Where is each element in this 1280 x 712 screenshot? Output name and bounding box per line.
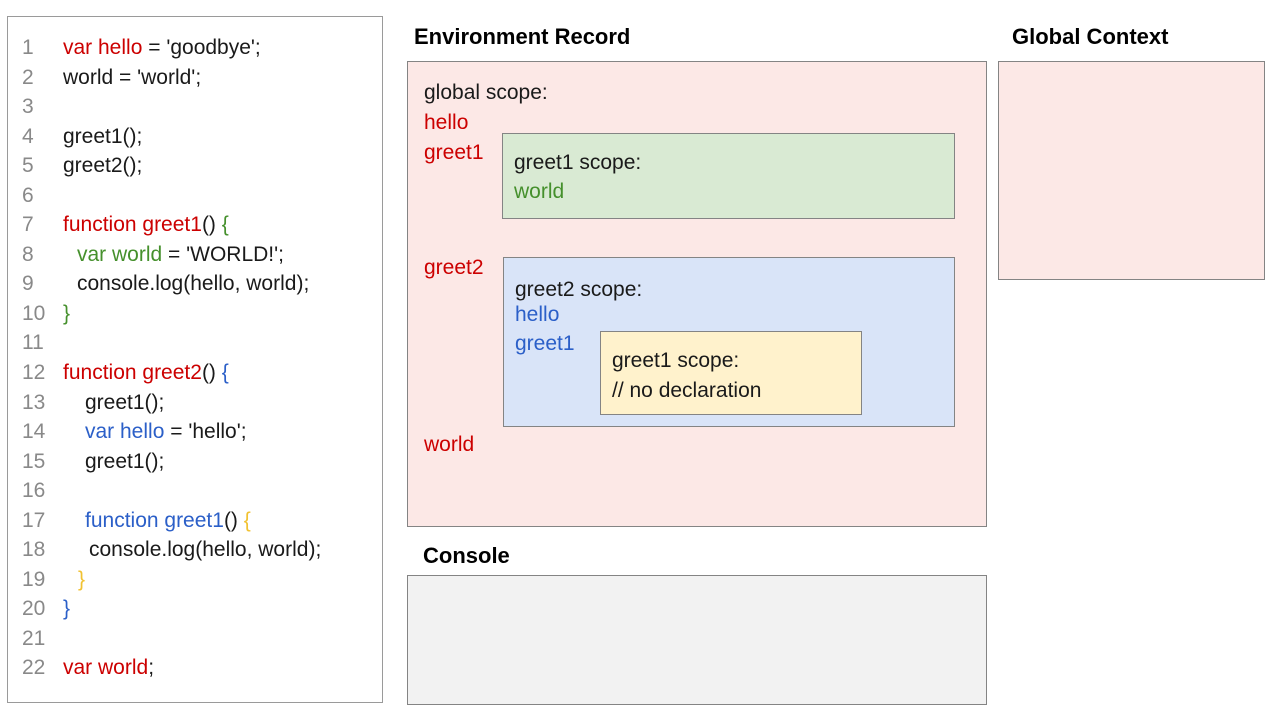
code-text: function greet1() { xyxy=(85,508,251,532)
line-number: 9 xyxy=(22,272,34,296)
line-number: 14 xyxy=(22,420,46,444)
line-number: 21 xyxy=(22,626,46,650)
code-text: var world; xyxy=(63,656,155,680)
nested-greet1-scope-comment: // no declaration xyxy=(612,379,762,402)
line-number: 5 xyxy=(22,154,34,178)
line-number: 4 xyxy=(22,124,34,148)
line-number: 11 xyxy=(22,331,44,355)
global-context-title: Global Context xyxy=(1012,24,1169,49)
environment-record-title: Environment Record xyxy=(414,24,631,49)
code-text: var world = 'WORLD!'; xyxy=(77,242,284,266)
line-number: 8 xyxy=(22,242,34,266)
greet2-scope-var-hello: hello xyxy=(515,303,560,326)
code-text: } xyxy=(78,567,86,591)
line-number: 12 xyxy=(22,361,46,385)
code-line: 21 xyxy=(8,624,382,654)
line-number: 3 xyxy=(22,95,34,119)
greet2-scope-var-greet1: greet1 xyxy=(515,332,575,355)
code-line: 16 xyxy=(8,476,382,506)
env-var-hello: hello xyxy=(424,111,469,134)
line-number: 17 xyxy=(22,508,46,532)
greet1-scope-title: greet1 scope: xyxy=(514,151,642,174)
line-number: 7 xyxy=(22,213,34,237)
code-text: greet1(); xyxy=(85,449,165,473)
code-text: var hello = 'goodbye'; xyxy=(63,36,261,59)
code-text: function greet1() { xyxy=(63,213,229,237)
env-var-greet1: greet1 xyxy=(424,141,484,164)
line-number: 18 xyxy=(22,538,46,562)
line-number: 22 xyxy=(22,656,46,680)
code-text: var hello = 'hello'; xyxy=(85,420,247,444)
line-number: 19 xyxy=(22,567,46,591)
code-line: 22 var world; xyxy=(8,653,382,683)
code-line: 12 function greet2() { xyxy=(8,358,382,388)
greet1-scope-var-world: world xyxy=(514,180,565,203)
line-number: 1 xyxy=(22,36,34,59)
code-line: 4 greet1(); xyxy=(8,122,382,152)
code-text: world = 'world'; xyxy=(63,65,202,89)
code-text: console.log(hello, world); xyxy=(77,272,310,296)
env-var-world: world xyxy=(424,433,475,456)
nested-greet1-scope-title: greet1 scope: xyxy=(612,349,740,372)
code-line: 6 xyxy=(8,181,382,211)
global-context-box xyxy=(998,61,1265,280)
code-line: 7 function greet1() { xyxy=(8,210,382,240)
code-text: greet1(); xyxy=(85,390,165,414)
nested-greet1-scope-box xyxy=(600,331,862,415)
code-text: } xyxy=(63,597,71,621)
code-line: 15 greet1(); xyxy=(8,447,382,477)
line-number: 2 xyxy=(22,65,34,89)
code-line: 8 var world = 'WORLD!'; xyxy=(8,240,382,270)
console-title: Console xyxy=(423,543,510,568)
line-number: 15 xyxy=(22,449,46,473)
code-line: 11 xyxy=(8,328,382,358)
code-line: 13 greet1(); xyxy=(8,388,382,418)
code-line: 20} xyxy=(8,594,382,624)
code-line: 10} xyxy=(8,299,382,329)
code-line: 1 var hello = 'goodbye'; xyxy=(8,33,382,63)
code-line: 19} xyxy=(8,565,382,595)
code-text: function greet2() { xyxy=(63,361,229,385)
code-text: console.log(hello, world); xyxy=(89,538,322,562)
console-output-box xyxy=(407,575,987,705)
line-number: 6 xyxy=(22,183,34,207)
line-number: 20 xyxy=(22,597,46,621)
code-text: } xyxy=(63,301,71,325)
greet2-scope-title: greet2 scope: xyxy=(515,278,643,301)
code-line: 5 greet2(); xyxy=(8,151,382,181)
code-line: 17 function greet1() { xyxy=(8,506,382,536)
env-var-greet2: greet2 xyxy=(424,256,484,279)
code-line: 14 var hello = 'hello'; xyxy=(8,417,382,447)
global-scope-label: global scope: xyxy=(424,81,548,104)
line-number: 13 xyxy=(22,390,46,414)
code-panel: 1 var hello = 'goodbye'; 2 world = 'world';… xyxy=(7,16,383,703)
code-text: greet2(); xyxy=(63,154,143,178)
code-lines: 1 var hello = 'goodbye'; 2 world = 'world';… xyxy=(8,33,382,683)
code-line: 18 console.log(hello, world); xyxy=(8,535,382,565)
line-number: 16 xyxy=(22,479,46,503)
code-text: greet1(); xyxy=(63,124,143,148)
line-number: 10 xyxy=(22,301,46,325)
code-line: 3 xyxy=(8,92,382,122)
code-line: 2 world = 'world'; xyxy=(8,63,382,93)
code-line: 9 console.log(hello, world); xyxy=(8,269,382,299)
greet1-scope-box xyxy=(502,133,955,219)
